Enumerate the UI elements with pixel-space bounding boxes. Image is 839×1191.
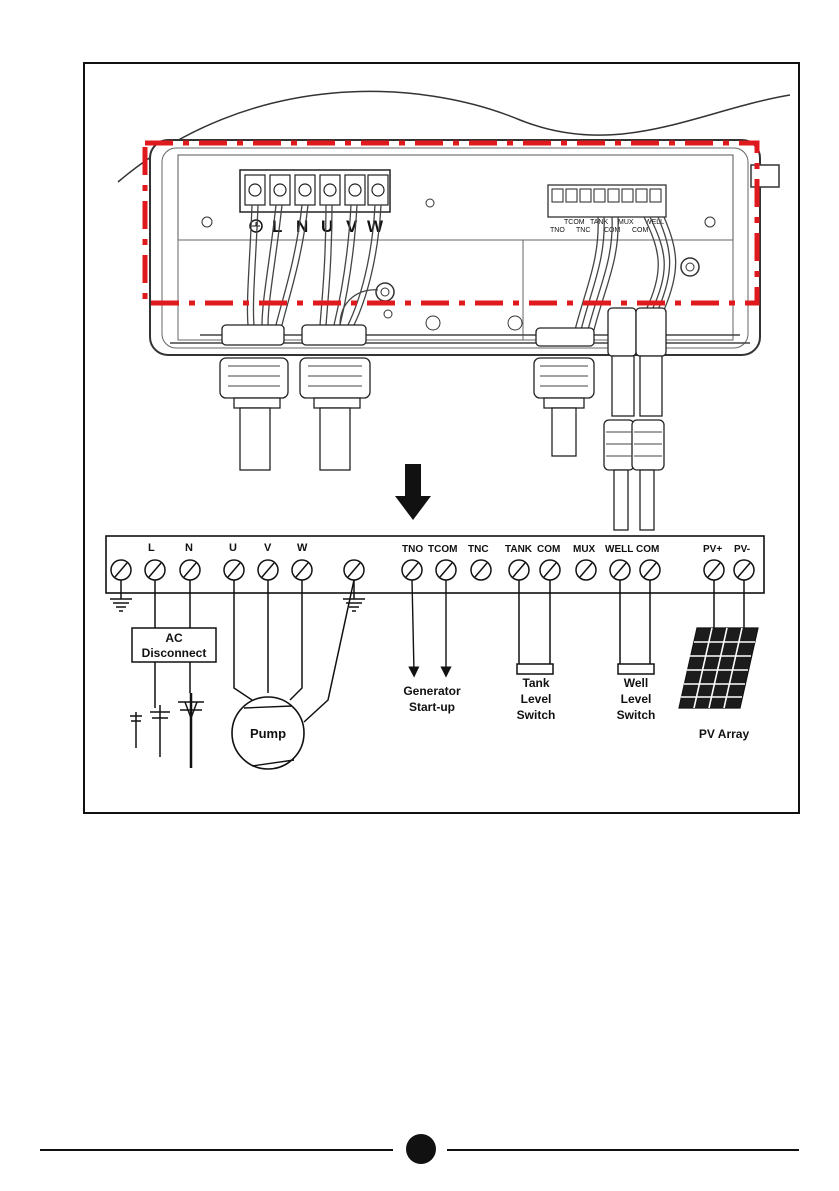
terminal-screw-v — [258, 560, 278, 580]
terminal-screw-pv-plus — [704, 560, 724, 580]
label-mux: MUX — [573, 544, 596, 555]
photo-small-tnc: TNC — [576, 227, 590, 234]
tank-switch-label-1: Tank — [522, 676, 549, 690]
label-tno: TNO — [402, 544, 423, 555]
terminal-screw-ground-2 — [344, 560, 364, 580]
terminal-screw-n — [180, 560, 200, 580]
down-arrow-icon — [395, 464, 431, 520]
label-tcom: TCOM — [428, 544, 457, 555]
controller-illustration: L N U V W TCOM TANK MUX WELL TNO TNC COM… — [118, 91, 790, 530]
terminal-screw-tcom — [436, 560, 456, 580]
terminal-screw-pv-minus — [734, 560, 754, 580]
terminal-screw-well-com — [640, 560, 660, 580]
photo-label-W: W — [367, 217, 384, 236]
label-tank: TANK — [505, 544, 533, 555]
photo-small-com2: COM — [632, 227, 649, 234]
label-l: L — [148, 542, 155, 554]
label-well: WELL — [605, 544, 633, 555]
page-number-badge — [406, 1134, 436, 1164]
terminal-screw-ground-1 — [111, 560, 131, 580]
ac-disconnect-label-1: AC — [165, 631, 183, 645]
terminal-screw-tank — [509, 560, 529, 580]
terminal-screw-w — [292, 560, 312, 580]
pump-icon: Pump — [232, 697, 304, 769]
wiring-schematic: L N U V W TNO TCOM TNC TANK COM MUX WELL… — [106, 536, 764, 769]
generator-label-1: Generator — [403, 684, 461, 698]
generator-label-2: Start-up — [409, 700, 455, 714]
well-switch-label-2: Level — [621, 692, 652, 706]
terminal-screw-u — [224, 560, 244, 580]
well-switch-label-1: Well — [624, 676, 648, 690]
pv-array-icon — [679, 628, 758, 708]
well-switch-icon — [618, 664, 654, 674]
label-pv-minus: PV- — [734, 544, 750, 555]
terminal-screw-tnc — [471, 560, 491, 580]
tank-switch-label-2: Level — [521, 692, 552, 706]
terminal-screw-tank-com — [540, 560, 560, 580]
label-well-com: COM — [636, 544, 659, 555]
label-v: V — [264, 542, 272, 554]
footer-rule-left — [40, 1149, 393, 1151]
pv-array-label: PV Array — [699, 727, 750, 741]
terminal-screw-tno — [402, 560, 422, 580]
utility-pole-icon — [130, 693, 204, 768]
photo-small-tcom: TCOM — [564, 219, 585, 226]
terminal-screw-mux — [576, 560, 596, 580]
label-w: W — [297, 542, 308, 554]
photo-small-tank: TANK — [590, 219, 608, 226]
terminal-screw-l — [145, 560, 165, 580]
photo-small-mux: MUX — [618, 219, 634, 226]
well-switch-label-3: Switch — [617, 708, 656, 722]
pump-label: Pump — [250, 726, 286, 741]
photo-small-tno: TNO — [550, 227, 565, 234]
tank-switch-label-3: Switch — [517, 708, 556, 722]
terminal-screw-well — [610, 560, 630, 580]
label-tank-com: COM — [537, 544, 560, 555]
label-u: U — [229, 542, 237, 554]
ac-disconnect-label-2: Disconnect — [142, 646, 207, 660]
ac-disconnect-box: AC Disconnect — [132, 628, 216, 662]
footer-rule-right — [447, 1149, 799, 1151]
label-pv-plus: PV+ — [703, 544, 722, 555]
label-n: N — [185, 542, 193, 554]
tank-switch-icon — [517, 664, 553, 674]
label-tnc: TNC — [468, 544, 489, 555]
